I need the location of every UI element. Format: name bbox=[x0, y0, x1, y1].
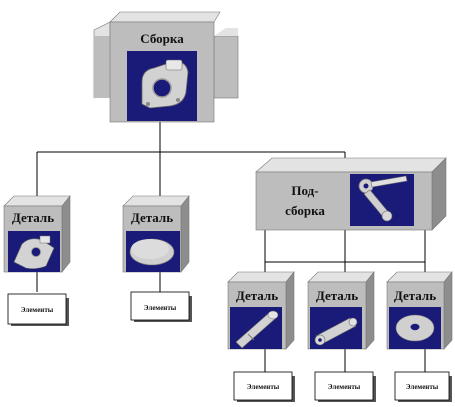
elements-label-5: Элементы bbox=[406, 383, 439, 391]
detail-4-title: Деталь bbox=[316, 288, 358, 303]
elements-label-3: Элементы bbox=[247, 383, 280, 391]
disc-part-icon bbox=[129, 238, 175, 266]
detail-3-title: Деталь bbox=[236, 288, 278, 303]
detail-node-4: Деталь bbox=[307, 271, 375, 350]
subassembly-node: Под- сборка bbox=[255, 157, 447, 231]
elements-label-1: Элементы bbox=[21, 306, 54, 314]
root-title: Сборка bbox=[140, 31, 184, 46]
pin-part-icon bbox=[235, 310, 279, 349]
detail-node-1: Деталь bbox=[3, 195, 71, 273]
detail-node-5: Деталь bbox=[386, 271, 453, 350]
subassembly-title-line1: Под- bbox=[291, 183, 318, 198]
detail-node-3: Деталь bbox=[227, 271, 295, 350]
detail-1-title: Деталь bbox=[12, 210, 54, 225]
detail-node-2: Деталь bbox=[122, 195, 190, 273]
root-assembly-node: Сборка bbox=[93, 11, 239, 123]
elements-doc-1: Элементы bbox=[7, 293, 69, 326]
subassembly-title-line2: сборка bbox=[285, 203, 325, 218]
detail-2-title: Деталь bbox=[131, 210, 173, 225]
housing-part-icon bbox=[141, 59, 189, 109]
elements-label-2: Элементы bbox=[144, 304, 177, 312]
bracket-part-icon bbox=[13, 235, 55, 269]
crank-lever-icon bbox=[358, 175, 408, 222]
elements-label-4: Элементы bbox=[328, 383, 361, 391]
elements-doc-5: Элементы bbox=[394, 371, 452, 402]
detail-5-title: Деталь bbox=[394, 288, 436, 303]
elements-doc-4: Элементы bbox=[314, 371, 376, 402]
washer-part-icon bbox=[395, 314, 435, 342]
elements-doc-3: Элементы bbox=[233, 371, 295, 402]
link-part-icon bbox=[314, 317, 358, 346]
connector-lines bbox=[36, 122, 426, 372]
elements-doc-2: Элементы bbox=[130, 291, 192, 322]
